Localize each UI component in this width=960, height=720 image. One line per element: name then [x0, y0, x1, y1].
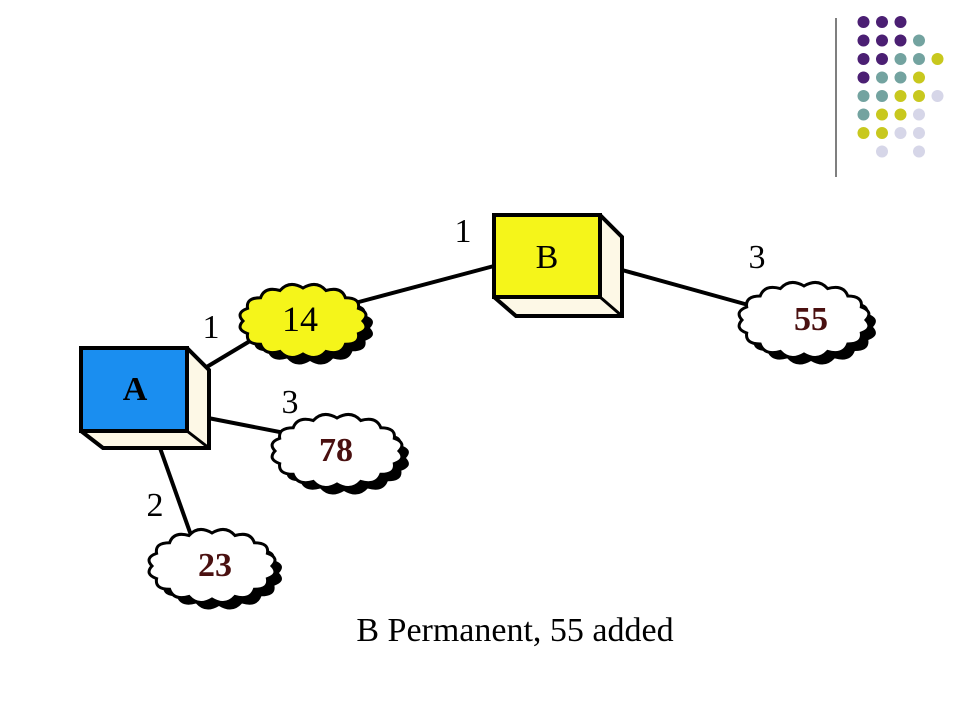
decorative-dot — [857, 53, 870, 65]
decorative-dot — [894, 53, 907, 65]
decorative-dot — [913, 145, 925, 158]
decorative-dot — [876, 16, 888, 28]
decorative-dot — [894, 34, 907, 47]
cost-label-a-78: 3 — [282, 384, 299, 421]
decorative-dot — [931, 53, 944, 65]
decorative-dot — [876, 90, 888, 102]
decorative-dot — [876, 127, 888, 139]
network-55: 55 — [737, 281, 876, 365]
decorative-dot — [894, 16, 907, 28]
decorative-dot — [894, 71, 907, 84]
decorative-dot — [857, 127, 870, 139]
decorative-dot — [894, 90, 907, 102]
decorative-dot — [913, 90, 925, 102]
router-a-label: A — [123, 371, 148, 408]
decorative-dot — [876, 108, 888, 121]
link-b-55 — [621, 268, 753, 308]
network-78: 78 — [270, 413, 409, 495]
decorative-dot — [876, 34, 888, 47]
link-b-14 — [354, 264, 495, 305]
network-14-label: 14 — [282, 299, 318, 339]
decorative-dot — [913, 53, 925, 65]
decorative-dot — [857, 71, 870, 84]
decorative-dot — [876, 53, 888, 65]
network-14: 14 — [238, 283, 373, 365]
link-a-78 — [207, 416, 291, 436]
decorative-dot — [876, 145, 888, 158]
decorative-dot — [913, 71, 925, 84]
network-55-label: 55 — [794, 301, 828, 338]
decorative-dot — [857, 108, 870, 121]
slide-caption: B Permanent, 55 added — [356, 612, 674, 649]
decorative-dot — [894, 108, 907, 121]
decorative-dot — [913, 34, 925, 47]
cost-label-a-14: 1 — [203, 309, 220, 346]
decorative-dot — [913, 127, 925, 139]
decorative-dot-grid — [857, 16, 944, 158]
decorative-dot — [857, 90, 870, 102]
network-23-label: 23 — [198, 547, 232, 584]
cost-label-b-55: 3 — [749, 239, 766, 276]
network-23: 23 — [147, 528, 282, 610]
cost-label-b-14: 1 — [455, 213, 472, 250]
router-b-label: B — [536, 239, 559, 276]
decorative-dot — [931, 90, 944, 102]
decorative-dot — [894, 127, 907, 139]
router-a: A — [79, 346, 211, 450]
network-78-label: 78 — [319, 432, 353, 469]
decorative-dot — [876, 71, 888, 84]
cost-label-a-23: 2 — [147, 487, 164, 524]
decorative-dot — [857, 16, 870, 28]
router-b: B — [492, 213, 624, 318]
decorative-dot — [913, 108, 925, 121]
link-a-23 — [158, 447, 194, 539]
decorative-dot — [857, 34, 870, 47]
